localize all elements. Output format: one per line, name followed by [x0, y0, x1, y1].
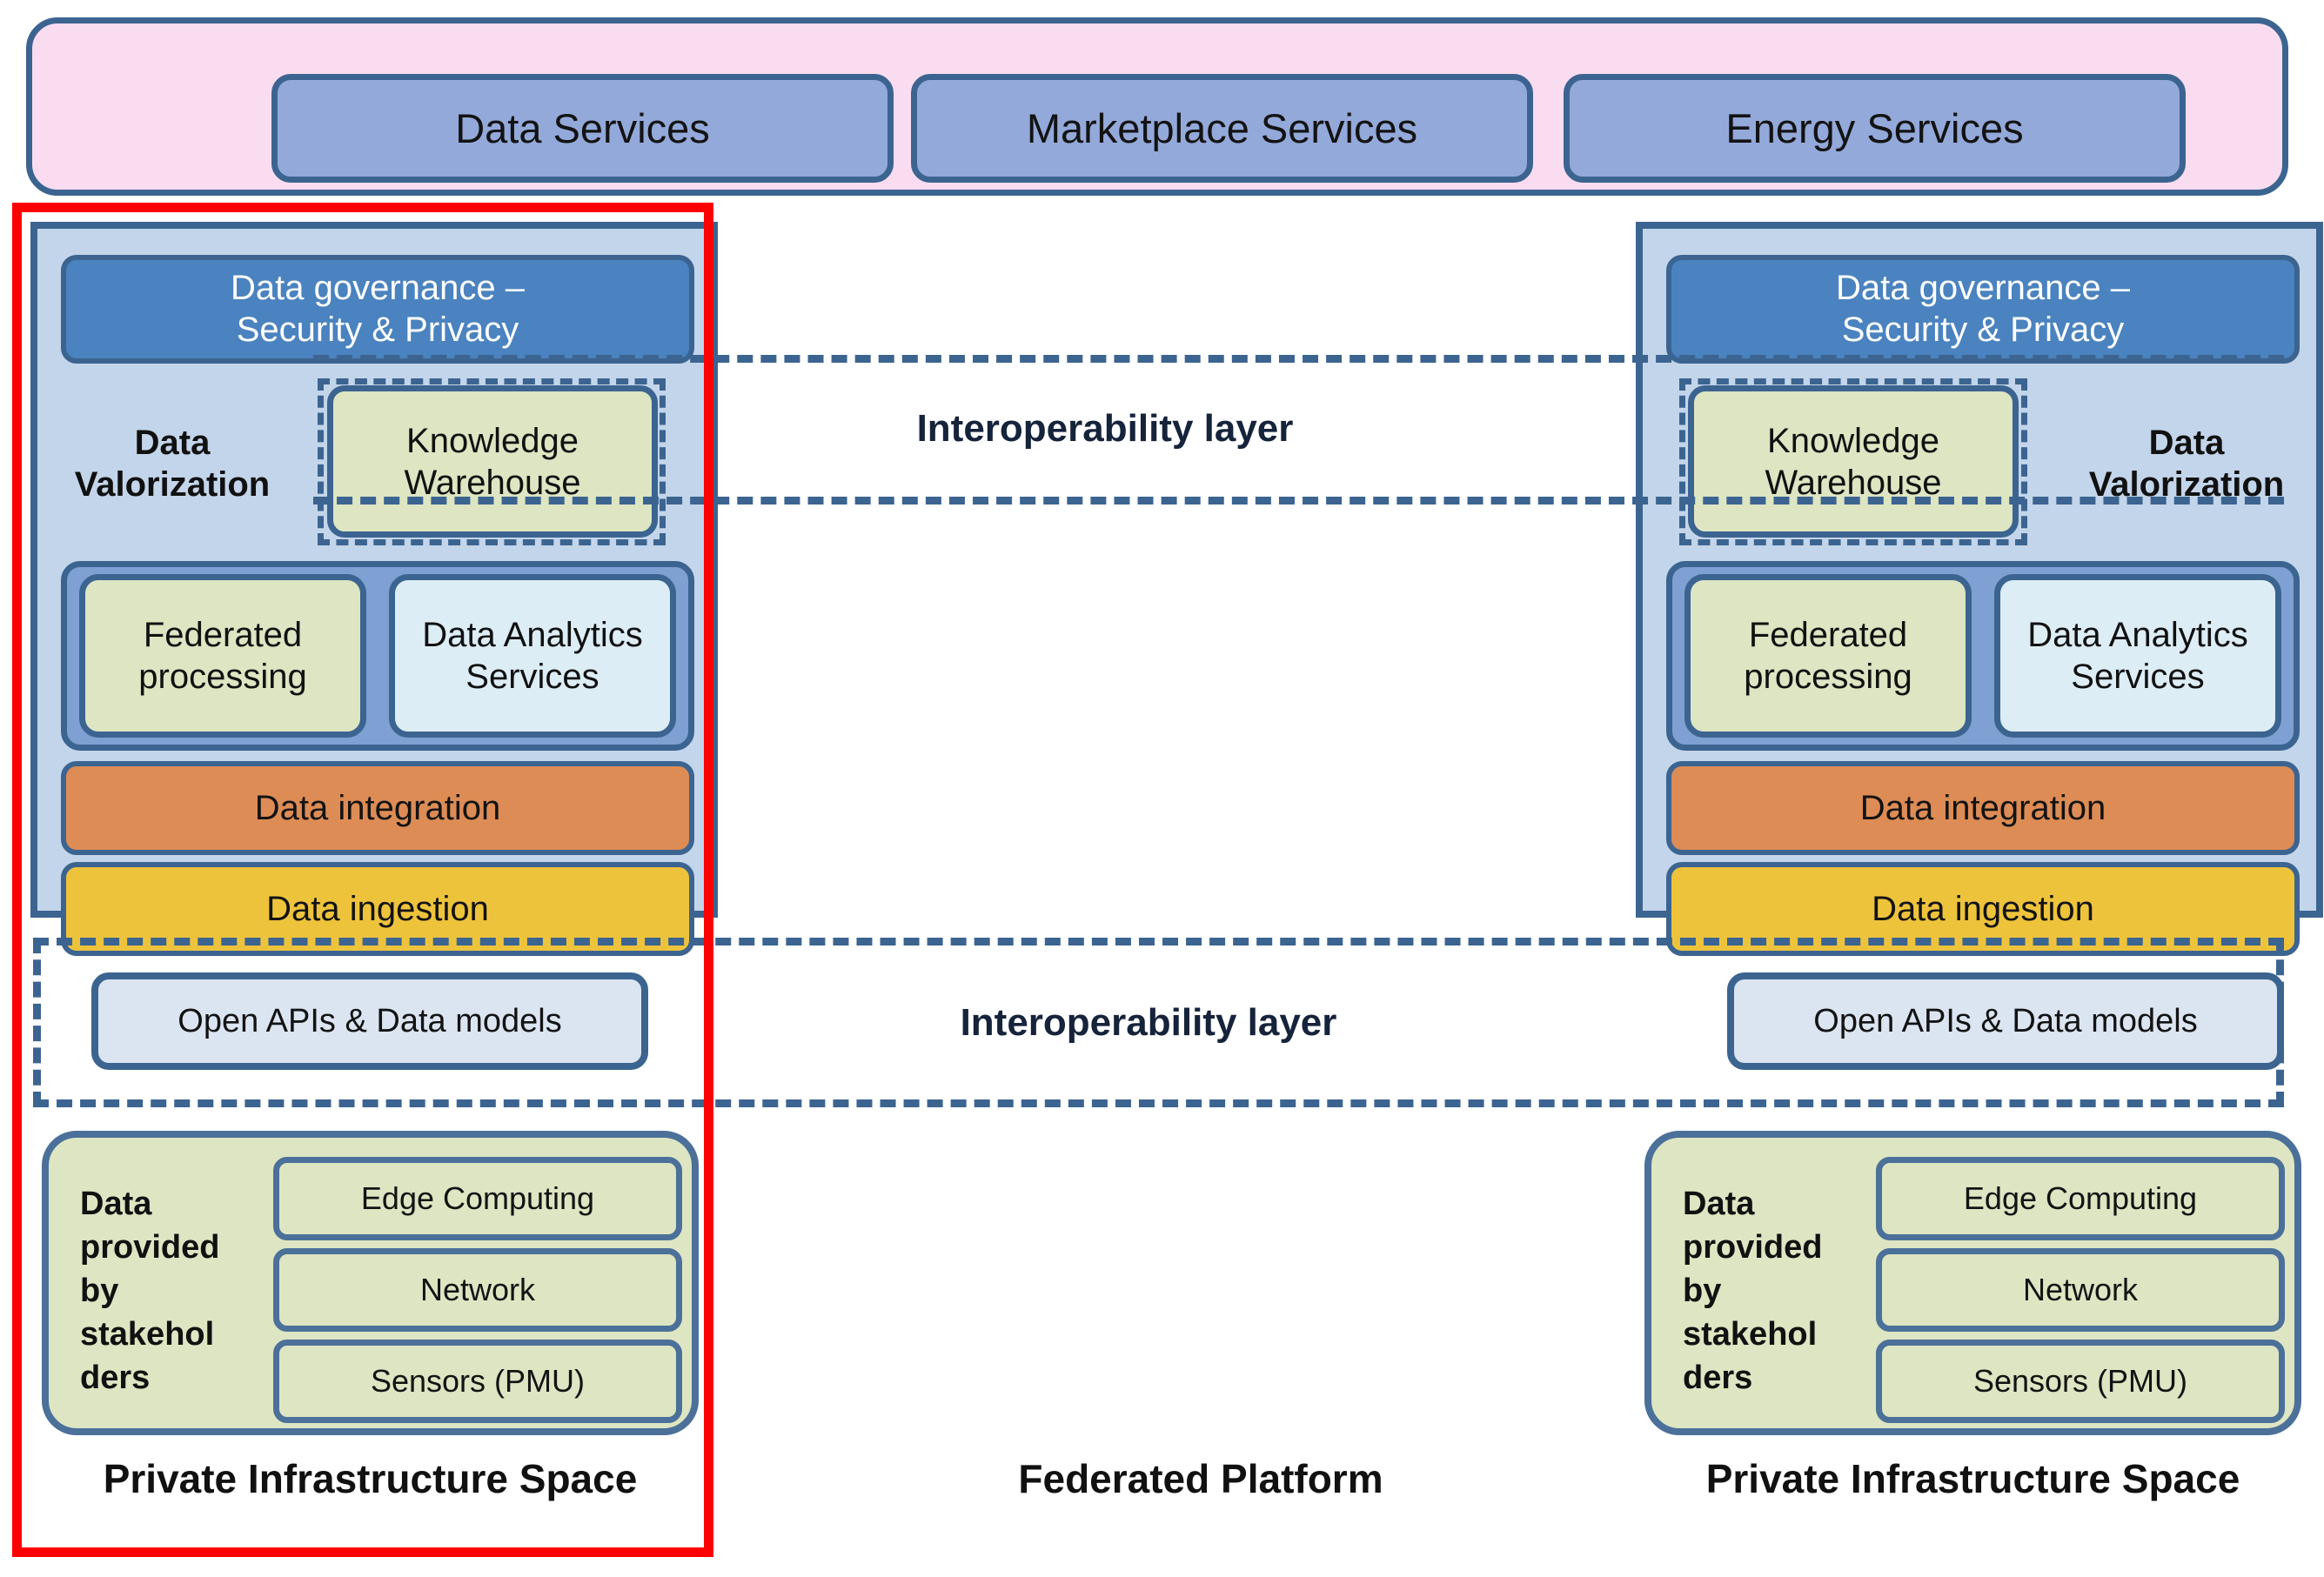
interop-bottom-text: Interoperability layer: [960, 1001, 1337, 1044]
infra-label-line-5: ders: [80, 1360, 151, 1397]
left-federated-processing-box[interactable]: Federated processing: [79, 574, 366, 738]
kw-line-1: Knowledge: [406, 421, 579, 460]
right-data-valorization-panel: Data governance – Security & Privacy Kno…: [1636, 222, 2323, 956]
left-caption-text: Private Infrastructure Space: [103, 1456, 638, 1501]
infra-label-line-5: ders: [1683, 1360, 1753, 1397]
governance-line-1: Data governance –: [1835, 269, 2130, 308]
infra-label-line-4: stakehol: [1683, 1316, 1818, 1353]
kw-line-2: Warehouse: [404, 463, 581, 502]
kw-line-2: Warehouse: [1765, 463, 1942, 502]
infra-label-line-4: stakehol: [80, 1316, 215, 1353]
data-ingestion-label: Data ingestion: [1872, 889, 2094, 928]
infra-item-label: Sensors (PMU): [370, 1363, 586, 1399]
service-label: Data Services: [455, 105, 710, 151]
valorization-line-1: Data: [134, 424, 211, 462]
left-data-valorization-label: Data Valorization: [64, 381, 281, 546]
infra-label-line-3: by: [80, 1272, 119, 1309]
left-open-apis-box[interactable]: Open APIs & Data models: [91, 972, 648, 1070]
left-private-infrastructure-caption: Private Infrastructure Space: [42, 1448, 699, 1509]
governance-line-2: Security & Privacy: [1841, 310, 2125, 349]
infra-label-line-2: provided: [1683, 1228, 1823, 1266]
interop-top-text: Interoperability layer: [916, 407, 1294, 450]
left-data-integration-box[interactable]: Data integration: [61, 761, 694, 855]
infra-item-label: Edge Computing: [1963, 1180, 2198, 1216]
governance-line-2: Security & Privacy: [236, 310, 519, 349]
left-processing-container: Federated processing Data Analytics Serv…: [61, 561, 694, 751]
right-data-integration-box[interactable]: Data integration: [1666, 761, 2300, 855]
right-data-provided-label: Data provided by stakehol ders: [1683, 1155, 1870, 1427]
infra-item-label: Sensors (PMU): [1972, 1363, 2188, 1399]
fp-line-1: Federated: [143, 616, 303, 654]
services-band: Data Services Marketplace Services Energ…: [26, 17, 2288, 196]
infra-label-line-1: Data: [80, 1185, 152, 1222]
right-data-governance-box[interactable]: Data governance – Security & Privacy: [1666, 255, 2300, 364]
right-federated-processing-box[interactable]: Federated processing: [1684, 574, 1972, 738]
right-open-apis-box[interactable]: Open APIs & Data models: [1727, 972, 2284, 1070]
right-private-infrastructure-panel: Data provided by stakehol ders Edge Comp…: [1644, 1131, 2301, 1435]
right-knowledge-warehouse-dashed-frame: [1679, 378, 2027, 545]
data-integration-label: Data integration: [254, 788, 501, 827]
fp-line-2: processing: [138, 658, 307, 696]
kw-line-1: Knowledge: [1767, 421, 1939, 460]
infra-item-label: Network: [2022, 1272, 2139, 1307]
left-network-box[interactable]: Network: [273, 1248, 682, 1332]
left-infrastructure-stack: Edge Computing Network Sensors (PMU): [273, 1157, 682, 1423]
left-data-governance-box[interactable]: Data governance – Security & Privacy: [61, 255, 694, 364]
interoperability-layer-bottom-label: Interoperability layer: [827, 983, 1470, 1063]
left-edge-computing-box[interactable]: Edge Computing: [273, 1157, 682, 1240]
open-apis-label: Open APIs & Data models: [1813, 1002, 2198, 1039]
federated-platform-caption: Federated Platform: [922, 1448, 1479, 1509]
right-data-analytics-services-box[interactable]: Data Analytics Services: [1994, 574, 2281, 738]
service-label: Energy Services: [1725, 105, 2024, 151]
valorization-line-2: Valorization: [74, 465, 271, 504]
data-integration-label: Data integration: [1859, 788, 2106, 827]
right-caption-text: Private Infrastructure Space: [1705, 1456, 2240, 1501]
infra-label-line-3: by: [1683, 1272, 1722, 1309]
service-box-energy-services[interactable]: Energy Services: [1564, 74, 2186, 183]
left-data-valorization-panel: Data governance – Security & Privacy Dat…: [30, 222, 718, 956]
das-line-1: Data Analytics: [2027, 616, 2248, 654]
service-label: Marketplace Services: [1026, 105, 1418, 151]
service-box-marketplace-services[interactable]: Marketplace Services: [911, 74, 1533, 183]
infra-item-label: Edge Computing: [360, 1180, 595, 1216]
right-network-box[interactable]: Network: [1876, 1248, 2285, 1332]
fp-line-2: processing: [1744, 658, 1912, 696]
left-knowledge-warehouse-dashed-frame: [318, 378, 666, 545]
infra-label-line-2: provided: [80, 1228, 220, 1266]
left-sensors-pmu-box[interactable]: Sensors (PMU): [273, 1340, 682, 1423]
governance-line-1: Data governance –: [230, 269, 525, 308]
right-sensors-pmu-box[interactable]: Sensors (PMU): [1876, 1340, 2285, 1423]
das-line-2: Services: [465, 658, 599, 696]
das-line-2: Services: [2071, 658, 2205, 696]
open-apis-label: Open APIs & Data models: [177, 1002, 562, 1039]
federated-platform-text: Federated Platform: [1018, 1456, 1383, 1501]
infra-item-label: Network: [419, 1272, 536, 1307]
interoperability-layer-top-band: [313, 355, 2284, 505]
left-data-analytics-services-box[interactable]: Data Analytics Services: [389, 574, 676, 738]
right-processing-container: Federated processing Data Analytics Serv…: [1666, 561, 2300, 751]
right-edge-computing-box[interactable]: Edge Computing: [1876, 1157, 2285, 1240]
right-infrastructure-stack: Edge Computing Network Sensors (PMU): [1876, 1157, 2285, 1423]
interoperability-layer-top-label: Interoperability layer: [783, 383, 1427, 475]
data-ingestion-label: Data ingestion: [266, 889, 489, 928]
infra-label-line-1: Data: [1683, 1185, 1755, 1222]
service-box-data-services[interactable]: Data Services: [271, 74, 894, 183]
das-line-1: Data Analytics: [422, 616, 643, 654]
left-data-provided-label: Data provided by stakehol ders: [80, 1155, 267, 1427]
fp-line-1: Federated: [1748, 616, 1908, 654]
valorization-line-1: Data: [2148, 424, 2225, 462]
right-knowledge-warehouse-box[interactable]: Knowledge Warehouse: [1688, 385, 2019, 538]
right-private-infrastructure-caption: Private Infrastructure Space: [1644, 1448, 2301, 1509]
left-knowledge-warehouse-box[interactable]: Knowledge Warehouse: [327, 385, 658, 538]
left-private-infrastructure-panel: Data provided by stakehol ders Edge Comp…: [42, 1131, 699, 1435]
